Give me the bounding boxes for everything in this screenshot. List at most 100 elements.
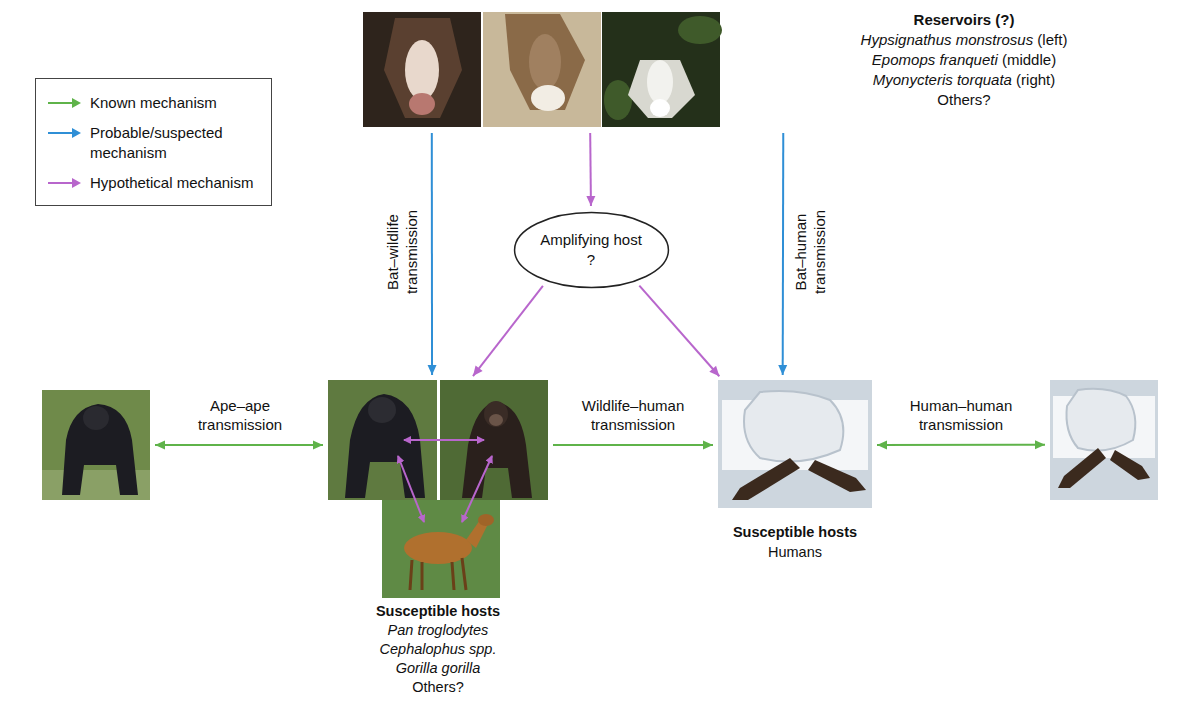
node-text: Others? [830, 90, 1098, 110]
bat-body [647, 60, 673, 104]
purple-arrow [404, 439, 484, 441]
node-text: Epomops franqueti (middle) [830, 50, 1098, 70]
species-name: Hypsignathus monstrosus [861, 31, 1034, 48]
gorilla-photo [42, 390, 150, 500]
photo-ground [363, 12, 481, 127]
photo-ground [1050, 380, 1158, 500]
legend-text: Hypothetical mechanism [90, 173, 253, 193]
leg [808, 460, 866, 492]
photo-ground [42, 390, 150, 500]
legend-row: Probable/suspected mechanism [46, 123, 261, 163]
wrapped-body [744, 391, 843, 462]
legend-row: Hypothetical mechanism [46, 173, 261, 193]
legend-head [72, 128, 81, 138]
species-name: Myonycteris torquata [873, 71, 1012, 88]
node-text: Others? [308, 678, 568, 697]
human-node [1050, 380, 1158, 500]
bat-photo [602, 12, 722, 127]
edge-label: Ape–ape transmission [176, 396, 305, 434]
bat-photo [363, 12, 481, 127]
legend-text: Probable/suspected mechanism [90, 123, 261, 163]
purple-arrow [398, 456, 424, 522]
connector-line [473, 286, 543, 376]
edge-label: Wildlife–human transmission [565, 396, 701, 434]
chimp-figure [462, 402, 532, 498]
bat-photo [483, 12, 601, 127]
chimp-face [489, 414, 503, 426]
legend-arrow-swatch [46, 177, 82, 189]
connector-line [589, 133, 592, 206]
bat-wing [505, 14, 585, 110]
photo-ground [718, 380, 872, 508]
caption-block: Susceptible hostsPan troglodytesCephalop… [308, 602, 568, 697]
wildlife-hosts: Susceptible hostsPan troglodytesCephalop… [328, 380, 548, 700]
arrow-head [778, 365, 787, 375]
connector-line [155, 444, 323, 446]
legend-head [72, 178, 81, 188]
caption-block: Susceptible hostsHumans [708, 522, 882, 562]
node-text: Myonycteris torquata (right) [830, 70, 1098, 90]
arrow-head [313, 440, 323, 449]
legend-row: Known mechanism [46, 93, 261, 113]
arrow-head [709, 366, 719, 376]
connector [639, 286, 719, 377]
legend-head [72, 98, 81, 108]
arrow-head [877, 440, 887, 449]
connector [778, 133, 787, 375]
duiker-head [478, 514, 494, 526]
connector-line [782, 133, 785, 375]
bat-head [409, 93, 435, 115]
gorilla-head [83, 406, 109, 430]
photo-ground [483, 12, 601, 127]
node-text: Hypsignathus monstrosus (left) [830, 30, 1098, 50]
bat-body [529, 34, 561, 90]
arrow-head [586, 196, 595, 206]
human-photo [718, 380, 872, 508]
bat-body [405, 40, 439, 100]
node-text: ? [587, 250, 595, 270]
edge-label: Bat–human transmission [791, 175, 829, 329]
human-hosts: Susceptible hostsHumans [718, 380, 872, 562]
gorilla-head [368, 397, 396, 423]
bat-head [531, 85, 565, 111]
leg [1058, 448, 1106, 488]
connector [586, 133, 595, 206]
bat-wing [384, 18, 462, 118]
connector [877, 440, 1045, 449]
chimp-head [484, 401, 508, 427]
ellipse-shape [514, 213, 668, 288]
edge-label: Human–human transmission [893, 396, 1029, 434]
caption-block: Reservoirs (?)Hypsignathus monstrosus (l… [830, 10, 1098, 110]
leg [1110, 450, 1150, 480]
bat-head [650, 99, 670, 117]
foliage [678, 16, 722, 44]
legend-arrow-swatch [46, 127, 82, 139]
duiker-legs [410, 558, 466, 590]
ellipse-outline [513, 211, 670, 289]
species-name: Epomops franqueti [872, 51, 998, 68]
legend-line [48, 182, 73, 184]
legend-arrow-swatch [46, 97, 82, 109]
legend-line [48, 102, 73, 104]
node-heading: Amplifying host [540, 230, 642, 250]
node-text: Cephalophus spp. [308, 640, 568, 659]
leg [732, 458, 800, 500]
legend-box: Known mechanismProbable/suspected mechan… [35, 78, 272, 206]
connector [155, 440, 323, 449]
wrapped-body [1066, 389, 1135, 451]
arrow-head [428, 365, 437, 375]
connector-line [639, 286, 719, 377]
edge-label: Bat–wildlife transmission [383, 175, 421, 329]
photo-ground [382, 500, 500, 598]
gorilla-node [42, 390, 150, 500]
arrow-head [1035, 440, 1045, 449]
amplifying-host-ellipse: Amplifying host? [513, 211, 670, 289]
node-text: Humans [708, 542, 882, 562]
gorilla-figure [345, 394, 425, 498]
node-heading: Reservoirs (?) [830, 10, 1098, 30]
arrow-head [155, 440, 165, 449]
bat-wing [628, 60, 695, 118]
foliage [604, 80, 632, 120]
arrow-head [703, 440, 713, 449]
human-photo [1050, 380, 1158, 500]
